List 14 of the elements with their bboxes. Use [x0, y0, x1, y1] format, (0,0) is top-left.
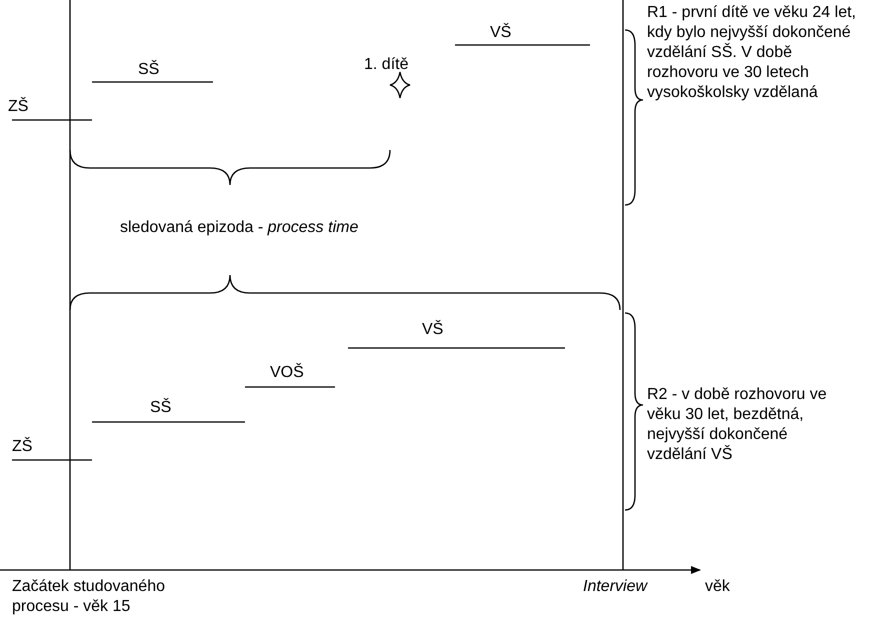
caption-text: sledovaná epizoda - process time — [120, 218, 360, 238]
education-level-label: SŠ — [138, 60, 160, 80]
axis-label: Interview — [583, 577, 649, 597]
education-level-label: VŠ — [490, 23, 512, 43]
education-level-label: SŠ — [150, 398, 172, 418]
education-level-label: ZŠ — [12, 437, 34, 457]
education-level-label: VŠ — [422, 320, 444, 340]
education-level-label: ZŠ — [8, 97, 30, 117]
event-label: 1. dítě — [364, 55, 410, 75]
axis-label: Začátek studovaného procesu - věk 15 — [12, 577, 166, 617]
axis-label: věk — [705, 577, 731, 597]
education-level-label: VOŠ — [270, 363, 305, 383]
note-text: R2 - v době rozhovoru ve věku 30 let, bezdětná, nejvyšší dokončené vzdělání VŠ — [647, 385, 828, 465]
note-text: R1 - první dítě ve věku 24 let, kdy bylo nejvyšší dokončené vzdělání SŠ. V době rozhovoru ve 30 letech vysokoškolsky vzdělaná — [647, 3, 857, 103]
